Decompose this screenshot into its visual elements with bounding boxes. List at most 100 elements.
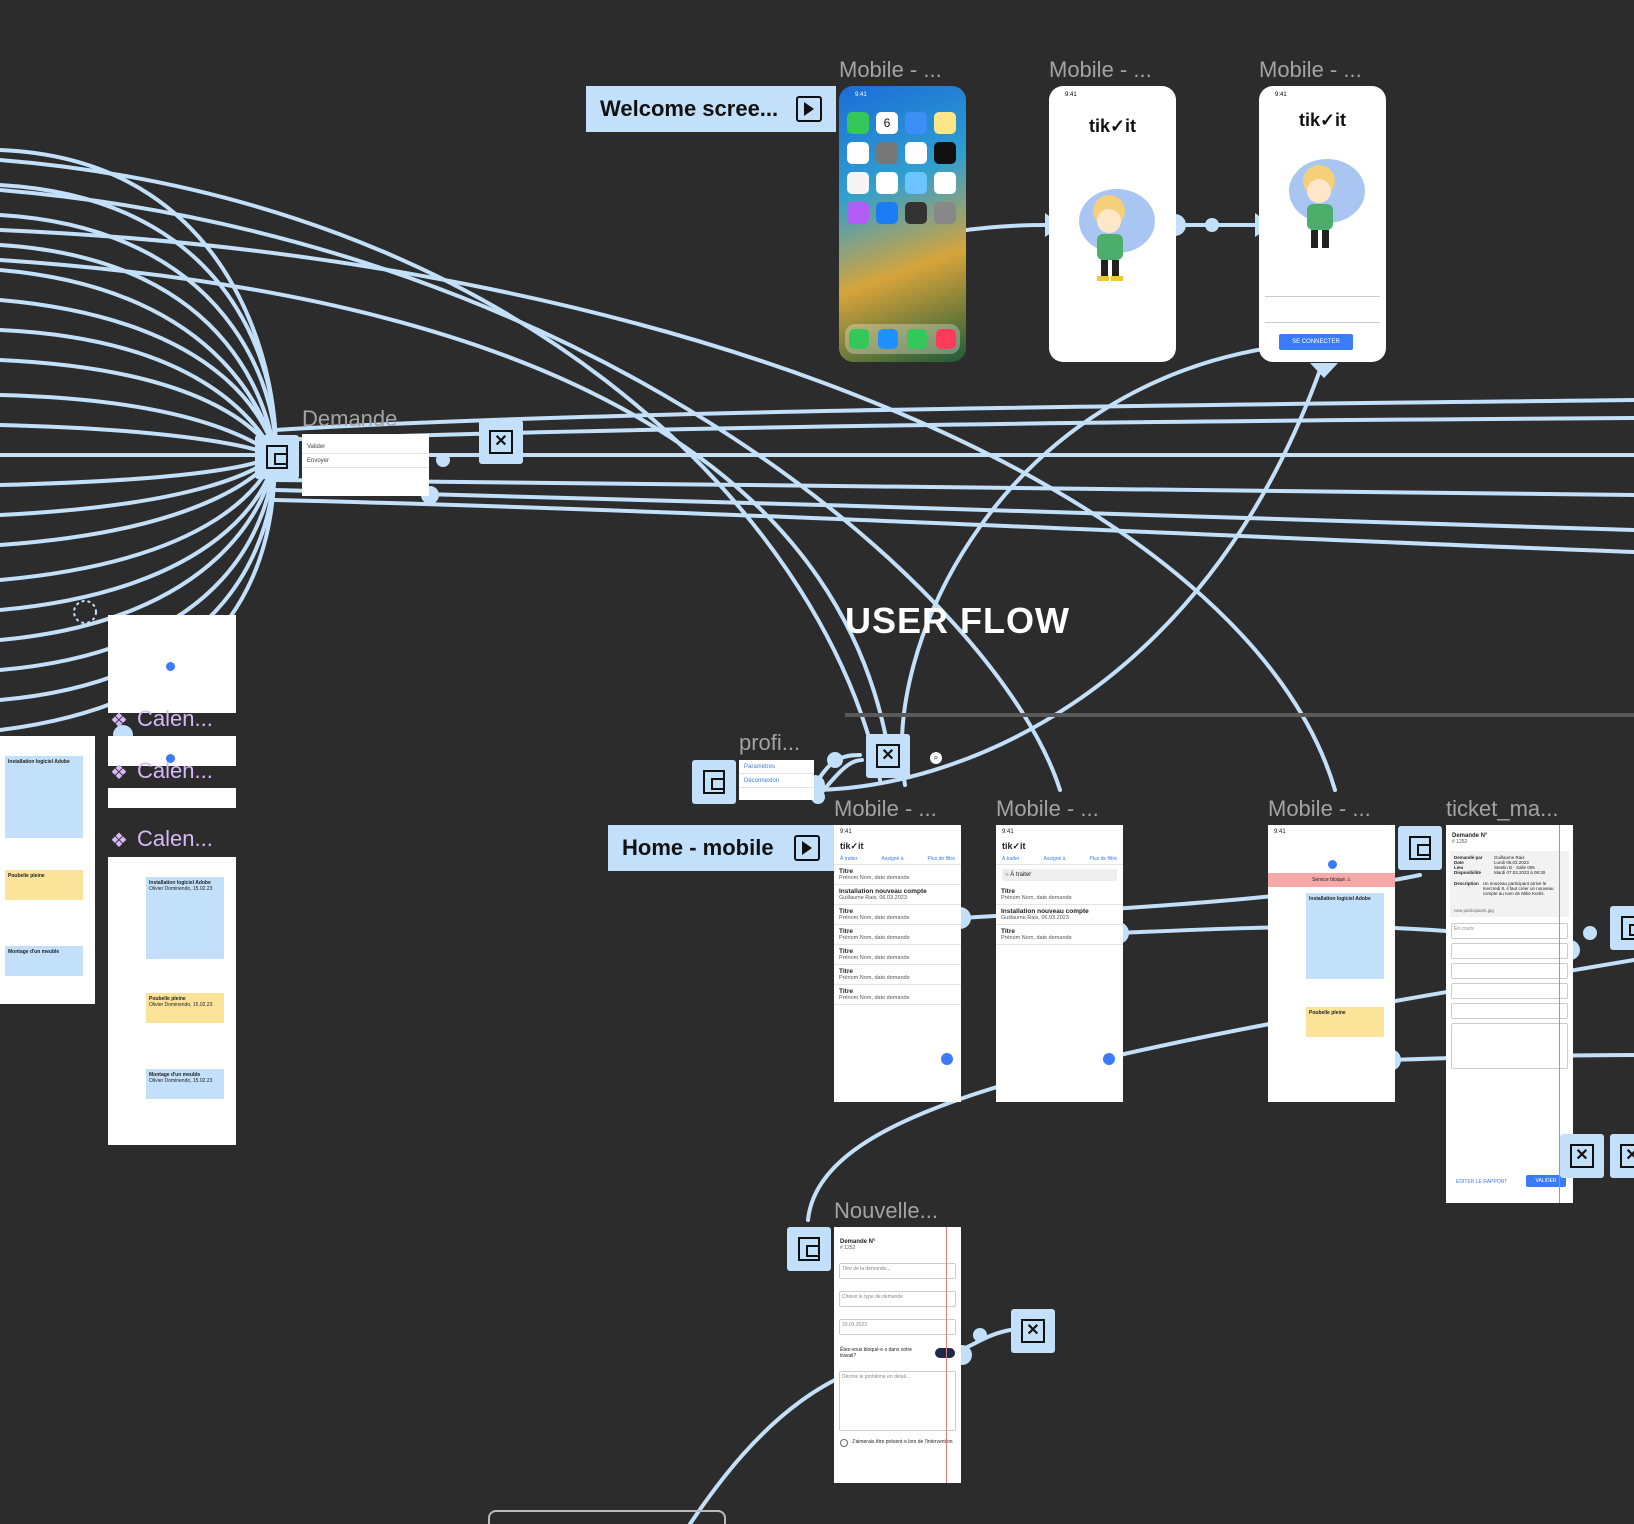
date-field[interactable]	[1451, 1003, 1568, 1019]
demande-menu[interactable]: Valider Envoyer	[302, 434, 429, 496]
title-input[interactable]: Titre de la demande...	[839, 1263, 956, 1279]
filter-a-traiter[interactable]: À traiter	[1002, 856, 1020, 862]
frame-label-nouvelle[interactable]: Nouvelle...	[834, 1198, 938, 1223]
blocked-toggle[interactable]	[935, 1348, 955, 1358]
ticket-field-value: Steelin B - Salle 005	[1494, 865, 1535, 870]
frame-label-calendar-2[interactable]: Calen...	[137, 758, 213, 783]
frame-nouvelle-demande[interactable]: Demande N° # 1252 Titre de la demande...…	[834, 1227, 961, 1483]
component-instance-icon[interactable]	[1398, 826, 1442, 870]
calendar-day-frame[interactable]: Installation logiciel Adobe Olivier Domi…	[108, 857, 236, 1145]
calendar-event[interactable]: Montage d'un meuble Olivier Dominendo, 1…	[146, 1069, 224, 1099]
add-button[interactable]	[941, 1053, 953, 1065]
presence-checkbox[interactable]	[840, 1439, 848, 1447]
remarks-field[interactable]	[1451, 1023, 1568, 1069]
selected-day	[166, 662, 175, 671]
frame-label-mobile-3[interactable]: Mobile - ...	[1259, 57, 1362, 82]
frame-splash[interactable]: 9:41 tik✓it	[1049, 86, 1176, 362]
list-item-sub: Prénom Nom, date demande	[839, 875, 910, 881]
filter-assigne[interactable]: Assigné à	[881, 856, 904, 862]
frame-home-list[interactable]: 9:41 tik✓it À traiter Assigné à Plus de …	[834, 825, 961, 1102]
list-item-title: Titre	[839, 928, 853, 935]
component-instance-icon[interactable]	[787, 1227, 831, 1271]
component-instance-icon[interactable]	[255, 435, 299, 479]
calendar-day-frame-partial[interactable]: Installation logiciel Adobe Poubelle ple…	[0, 736, 95, 1004]
flow-start-home[interactable]: Home - mobile	[608, 825, 834, 871]
filter-more[interactable]: Plus de filtre	[927, 856, 955, 862]
location-field[interactable]	[1451, 963, 1568, 979]
calendar-event-title: Montage d'un meuble	[8, 949, 60, 955]
status-select[interactable]: En cours	[1451, 923, 1568, 939]
type-select[interactable]: Choisir le type de demande	[839, 1291, 956, 1307]
filter-assigne[interactable]: Assigné à	[1043, 856, 1066, 862]
frame-label-ticket[interactable]: ticket_ma...	[1446, 796, 1559, 821]
frame-label-calendar-3[interactable]: Calen...	[137, 826, 213, 851]
menu-item-envoyer[interactable]: Envoyer	[307, 458, 330, 464]
frame-login[interactable]: 9:41 tik✓it SE CONNECTER	[1259, 86, 1386, 362]
close-overlay-node[interactable]: ✕	[1011, 1309, 1055, 1353]
close-overlay-node[interactable]: ✕	[866, 734, 910, 778]
calendar-event[interactable]: Poubelle pleine Olivier Dominendo, 15.02…	[146, 993, 224, 1023]
frame-calendar[interactable]: 9:41 Service bloqué ⚠ Installation logic…	[1268, 825, 1395, 1102]
frame-label-mobile-5[interactable]: Mobile - ...	[996, 796, 1099, 821]
flow-start-welcome[interactable]: Welcome scree...	[586, 86, 836, 132]
assignee-select[interactable]	[1451, 943, 1568, 959]
login-button[interactable]: SE CONNECTER	[1279, 334, 1353, 350]
validate-button[interactable]: VALIDER	[1526, 1175, 1566, 1187]
horizontal-scrollbar[interactable]	[488, 1510, 726, 1524]
edit-report-button[interactable]: EDITER LE RAPPORT	[1456, 1179, 1508, 1185]
password-field[interactable]	[1265, 308, 1380, 323]
calendar-event[interactable]: Installation logiciel Adobe	[1306, 893, 1384, 979]
date-input[interactable]: 20.03.2023	[839, 1319, 956, 1335]
frame-label-mobile-2[interactable]: Mobile - ...	[1049, 57, 1152, 82]
duration-field[interactable]	[1451, 983, 1568, 999]
frame-label-demande[interactable]: Demande	[302, 406, 398, 431]
close-overlay-node[interactable]: ✕	[479, 420, 523, 464]
play-flow-icon[interactable]	[796, 96, 822, 122]
username-field[interactable]	[1265, 282, 1380, 297]
component-icon: ❖	[110, 762, 128, 784]
status-time: 9:41	[855, 92, 867, 98]
calendar-week-strip[interactable]	[108, 736, 236, 766]
frame-label-mobile-6[interactable]: Mobile - ...	[1268, 796, 1371, 821]
frame-label-calendar-1[interactable]: Calen...	[137, 706, 213, 731]
close-overlay-node[interactable]: ✕	[1610, 1134, 1634, 1178]
calendar-event[interactable]: Poubelle pleine	[1306, 1007, 1384, 1037]
frame-label-mobile-1[interactable]: Mobile - ...	[839, 57, 942, 82]
profile-menu[interactable]: Paramètres Déconnexion	[739, 760, 814, 800]
filter-more[interactable]: Plus de filtre	[1089, 856, 1117, 862]
frame-label-profil[interactable]: profi...	[739, 730, 801, 755]
filter-a-traiter[interactable]: À traiter	[840, 856, 858, 862]
brand-logo: tik✓it	[1298, 110, 1347, 130]
menu-item-deconnexion[interactable]: Déconnexion	[744, 778, 780, 784]
frame-label-mobile-4[interactable]: Mobile - ...	[834, 796, 937, 821]
calendar-event[interactable]: Montage d'un meuble	[5, 946, 83, 976]
component-instance-icon[interactable]	[692, 760, 736, 804]
play-flow-icon[interactable]	[794, 835, 820, 861]
calendar-month-frame[interactable]	[108, 615, 236, 713]
frame-filtered-list[interactable]: 9:41 tik✓it À traiter Assigné à Plus de …	[996, 825, 1123, 1102]
menu-item-valider[interactable]: Valider	[307, 444, 326, 450]
close-overlay-node[interactable]: ✕	[1560, 1134, 1604, 1178]
calendar-strip-2[interactable]	[108, 788, 236, 808]
frame-ios-homescreen[interactable]: 9:41 6	[839, 86, 966, 362]
ticket-attachment[interactable]: new participants.jpg	[1454, 908, 1494, 913]
component-instance-icon[interactable]	[1610, 906, 1634, 950]
add-button[interactable]	[1103, 1053, 1115, 1065]
menu-item-parametres[interactable]: Paramètres	[744, 764, 776, 770]
calendar-event[interactable]: Poubelle pleine	[5, 870, 83, 900]
calendar-event-who: Olivier Dominendo, 15.02.23	[149, 1078, 213, 1084]
calendar-event[interactable]: Installation logiciel Adobe	[5, 756, 83, 838]
details-textarea[interactable]: Décrire le problème en détail...	[839, 1371, 956, 1431]
calendar-event[interactable]: Installation logiciel Adobe Olivier Domi…	[146, 877, 224, 959]
